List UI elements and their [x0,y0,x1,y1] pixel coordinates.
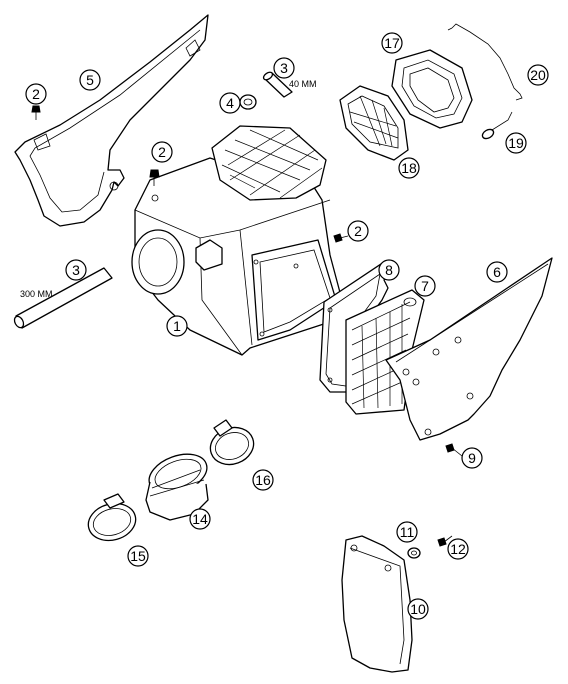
grommet [239,94,257,110]
left-side-cover [14,14,209,227]
screw-e [437,535,453,547]
mounting-pin [481,111,513,140]
mud-flap [341,535,413,673]
callout-19: 19 [505,132,527,154]
svg-text:1: 1 [173,318,181,334]
screw-a [31,105,41,120]
svg-text:3: 3 [72,262,80,278]
svg-text:14: 14 [192,511,208,527]
svg-text:2: 2 [158,144,166,160]
intake-boot [145,453,209,521]
svg-text:18: 18 [401,160,417,176]
svg-text:19: 19 [508,135,524,151]
svg-text:7: 7 [421,278,429,294]
air-filter-box [131,125,343,356]
hose-short-length-label: 40 MM [289,79,317,89]
callout-4: 4 [219,92,241,114]
svg-text:8: 8 [385,262,393,278]
filter-cage [339,85,409,161]
svg-text:2: 2 [354,223,362,239]
callout-17: 17 [381,32,403,54]
svg-text:6: 6 [493,264,501,280]
callout-3a: 3 [273,57,295,79]
svg-text:4: 4 [226,95,234,111]
callout-18: 18 [398,157,420,179]
svg-text:11: 11 [400,524,415,540]
callout-15: 15 [127,545,149,567]
nut [407,547,421,559]
svg-text:12: 12 [450,541,466,557]
svg-text:9: 9 [468,450,476,466]
callout-8: 8 [378,259,400,281]
svg-text:3: 3 [280,60,288,76]
svg-text:16: 16 [255,472,271,488]
air-filter-element [391,49,473,129]
hose-long-length-label: 300 MM [20,289,53,299]
callout-2b: 2 [151,141,173,163]
callout-1: 1 [166,315,188,337]
callout-16: 16 [252,469,274,491]
hose-long [13,267,113,329]
callout-9: 9 [461,447,483,469]
svg-text:20: 20 [530,67,546,83]
callout-11: 11 [396,521,418,543]
callout-2c: 2 [347,220,369,242]
right-side-cover [385,257,553,441]
callout-14: 14 [189,508,211,530]
screw-c [333,233,349,243]
hose-short [262,71,293,98]
callout-12: 12 [447,538,469,560]
svg-text:15: 15 [130,548,146,564]
svg-text:2: 2 [32,86,40,102]
callout-5: 5 [79,69,101,91]
callout-3b: 3 [65,259,87,281]
screw-b [149,169,160,186]
hose-clamp-upper [209,419,255,466]
callout-7: 7 [414,275,436,297]
callout-20: 20 [527,64,549,86]
svg-text:17: 17 [384,35,400,51]
callout-6: 6 [486,261,508,283]
hose-clamp-lower [87,493,137,542]
screw-d [445,443,463,457]
svg-text:10: 10 [410,601,426,617]
callout-2a: 2 [25,83,47,105]
svg-text:5: 5 [86,72,94,88]
callout-10: 10 [407,598,429,620]
wire-clip [447,23,523,101]
